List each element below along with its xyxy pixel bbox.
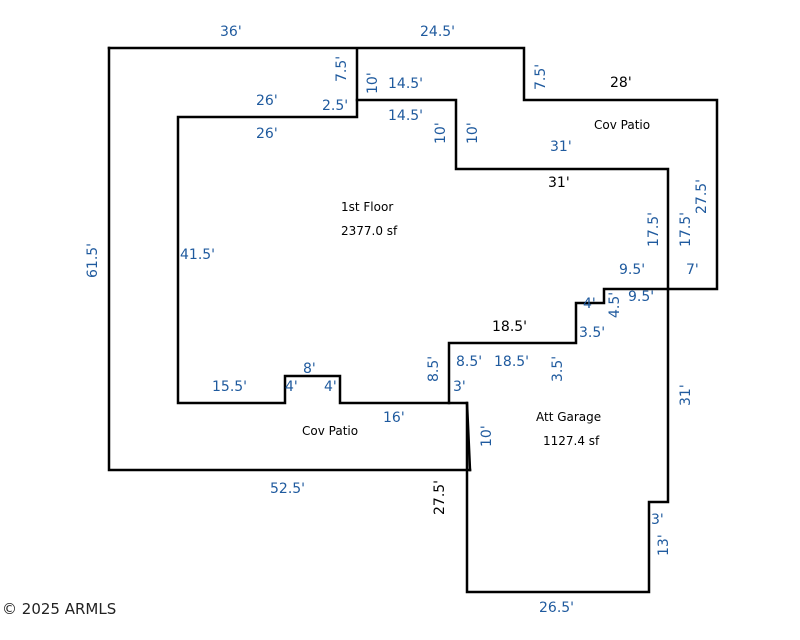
dim-inner-14-5: 14.5'	[388, 108, 423, 124]
copyright-notice: © 2025 ARMLS	[2, 600, 117, 618]
dim-bottom-15-5: 15.5'	[212, 379, 247, 395]
garage-divider-wall	[465, 401, 472, 472]
dim-top-right-28: 28'	[610, 75, 632, 91]
dim-right-27-5: 27.5'	[694, 179, 710, 214]
dim-patio-7: 7'	[686, 262, 699, 278]
dim-inner-10-top: 10'	[365, 72, 381, 94]
dim-step-18-5-b: 18.5'	[494, 354, 529, 370]
dim-garage-13: 13'	[656, 534, 672, 556]
dim-step-3: 3'	[453, 379, 466, 395]
dim-inner-2-5: 2.5'	[322, 98, 348, 114]
dim-top-mid-24-5: 24.5'	[420, 24, 455, 40]
dim-step-7-5-right: 7.5'	[533, 64, 549, 90]
dim-step-8-5-a: 8.5'	[426, 356, 442, 382]
dim-right-17-5-b: 17.5'	[678, 212, 694, 247]
dim-notch-8: 8'	[303, 361, 316, 377]
dim-garage-26-5: 26.5'	[539, 600, 574, 616]
dim-step-3-5-a: 3.5'	[579, 325, 605, 341]
first-floor-top-wall	[355, 98, 670, 291]
dim-notch-4-a: 4'	[285, 379, 298, 395]
dim-step-9-5-a: 9.5'	[619, 262, 645, 278]
dim-garage-3: 3'	[651, 512, 664, 528]
copyright-text: 2025 ARMLS	[21, 600, 117, 618]
dim-patio-16: 16'	[383, 410, 405, 426]
outer-left-wall	[107, 46, 472, 472]
dim-outer-26: 26'	[256, 93, 278, 109]
dim-step-8-5-b: 8.5'	[456, 354, 482, 370]
dim-right-17-5-a: 17.5'	[646, 212, 662, 247]
dim-notch-4-b: 4'	[324, 379, 337, 395]
dim-floor-31: 31'	[548, 175, 570, 191]
dim-bottom-52-5: 52.5'	[270, 481, 305, 497]
dim-step-4-5: 4.5'	[607, 292, 623, 318]
dim-step-4: 4'	[583, 296, 596, 312]
dim-inner-41-5: 41.5'	[180, 247, 215, 263]
dim-inner-26: 26'	[256, 126, 278, 142]
dim-garage-10: 10'	[479, 425, 495, 447]
dim-garage-27-5: 27.5'	[432, 480, 448, 515]
outer-perimeter-wall	[107, 46, 719, 405]
dim-step-3-5-b: 3.5'	[550, 356, 566, 382]
room-garage-area: 1127.4 sf	[543, 434, 600, 448]
room-first-floor-area: 2377.0 sf	[341, 224, 398, 238]
dim-top-left-36: 36'	[220, 24, 242, 40]
dim-garage-31: 31'	[678, 384, 694, 406]
room-cov-patio-bottom-name: Cov Patio	[302, 424, 358, 438]
dim-inner-14-5-top: 14.5'	[388, 76, 423, 92]
room-cov-patio-right-name: Cov Patio	[594, 118, 650, 132]
dim-inner-10-a: 10'	[433, 122, 449, 144]
dim-patio-31: 31'	[550, 139, 572, 155]
dim-inner-10-b: 10'	[465, 122, 481, 144]
dim-step-9-5-b: 9.5'	[628, 289, 654, 305]
room-first-floor-name: 1st Floor	[341, 200, 393, 214]
dim-step-7-5-left: 7.5'	[334, 56, 350, 82]
dim-left-61-5: 61.5'	[85, 243, 101, 278]
dim-step-18-5-top: 18.5'	[492, 319, 527, 335]
room-garage-name: Att Garage	[536, 410, 601, 424]
